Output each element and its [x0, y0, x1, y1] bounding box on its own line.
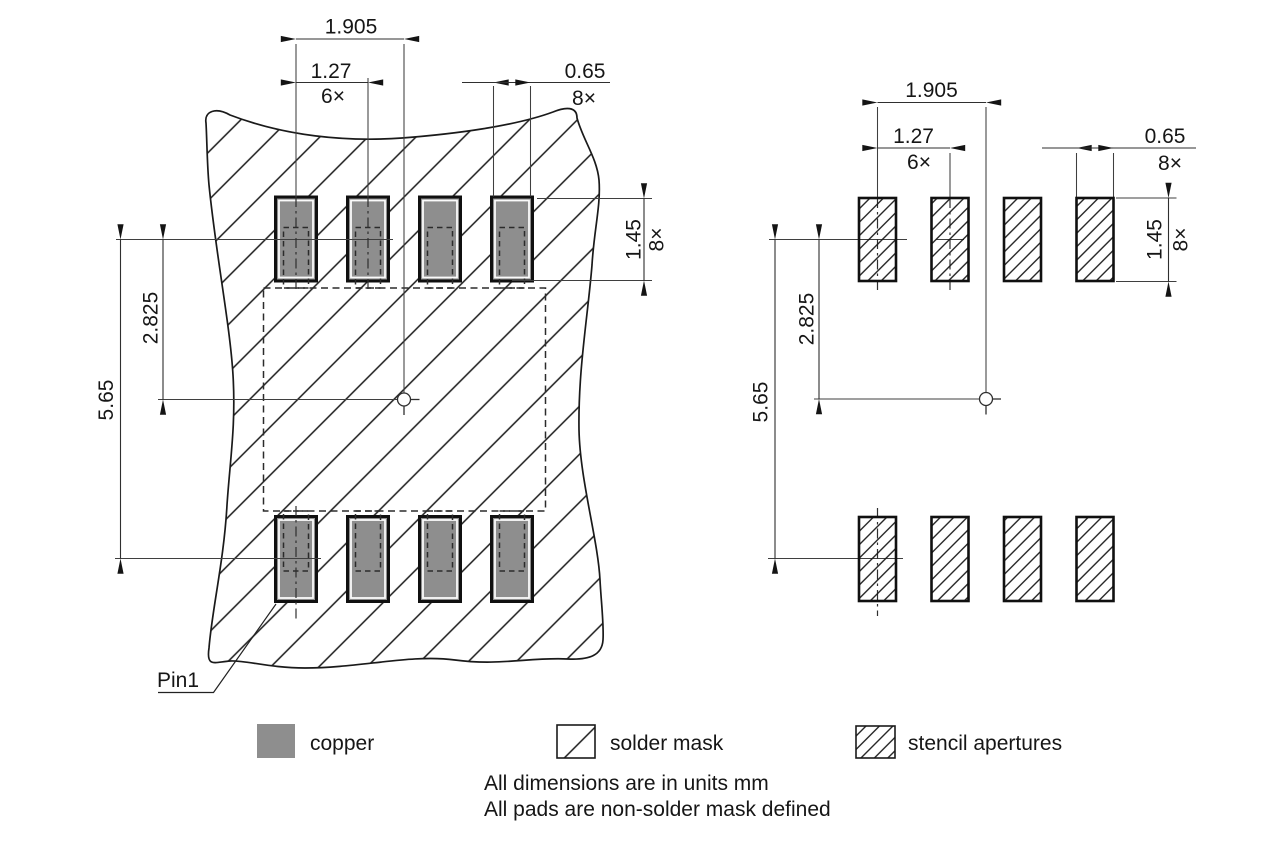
stencil-view: 1.905 1.27 6× 0.65 8× 1.45 8× 2.825 5.65	[750, 79, 1196, 616]
lead-outline	[498, 226, 526, 289]
legend: copper solder mask stencil apertures	[257, 724, 1062, 759]
stencil-aperture	[1002, 515, 1043, 603]
note-units: All dimensions are in units mm	[484, 772, 769, 795]
dimension-count-label: 6×	[321, 85, 345, 108]
lead-outline	[426, 510, 454, 572]
copper-pad-inner-outline	[422, 519, 458, 599]
dimension-label: 1.905	[905, 79, 958, 102]
copper-pad	[418, 195, 462, 283]
dimension-label: 5.65	[95, 380, 118, 421]
stencil-apertures-top-row	[857, 196, 1115, 283]
copper-pad-inner-outline	[494, 199, 530, 279]
stencil-aperture	[1075, 515, 1115, 603]
copper-pad	[346, 515, 390, 603]
copper-solder-mask-view: 1.905 1.27 6× 0.65 8× 1.45 8× 2.825 5.65…	[95, 16, 669, 694]
legend-label-solder-mask: solder mask	[610, 732, 724, 755]
dimension-count-label: 6×	[907, 151, 931, 174]
stencil-aperture	[857, 515, 898, 603]
copper-pad-inner-outline	[350, 519, 386, 599]
stencil-apertures-bottom-row	[857, 515, 1115, 603]
stencil-aperture	[1075, 196, 1115, 283]
copper-pads-bottom-row	[274, 515, 534, 603]
stencil-apertures-swatch	[855, 725, 896, 759]
lead-outline	[354, 510, 382, 572]
copper-pad	[490, 515, 534, 603]
dimension-label: 1.45	[1144, 219, 1167, 260]
stencil-aperture	[857, 196, 898, 283]
stencil-view-dimensions: 1.905 1.27 6× 0.65 8× 1.45 8× 2.825 5.65	[750, 79, 1196, 574]
dimension-count-label: 8×	[572, 87, 596, 110]
dimension-label: 2.825	[796, 293, 819, 346]
pin1-label: Pin1	[157, 669, 199, 692]
lead-outline	[498, 510, 526, 572]
copper-swatch	[257, 724, 295, 758]
legend-label-copper: copper	[310, 732, 374, 755]
dimension-label: 2.825	[140, 292, 163, 345]
dimension-label: 0.65	[565, 60, 606, 83]
notes: All dimensions are in units mm All pads …	[484, 772, 831, 821]
solder-mask-swatch	[556, 724, 596, 759]
dimension-label: 1.45	[623, 219, 646, 260]
left-view-dimensions: 1.905 1.27 6× 0.65 8× 1.45 8× 2.825 5.65	[95, 16, 669, 574]
legend-label-stencil-apertures: stencil apertures	[908, 732, 1062, 755]
dimension-label: 1.27	[311, 60, 352, 83]
copper-pad	[418, 515, 462, 603]
stencil-aperture	[1002, 196, 1043, 283]
copper-pad	[490, 195, 534, 283]
dimension-count-label: 8×	[646, 228, 669, 252]
lead-outline	[426, 226, 454, 289]
dimension-count-label: 8×	[1170, 228, 1193, 252]
dimension-count-label: 8×	[1158, 152, 1182, 175]
note-mask-defined: All pads are non-solder mask defined	[484, 798, 831, 821]
dimension-label: 0.65	[1145, 125, 1186, 148]
left-view-centerlines	[115, 44, 532, 620]
pin1-callout: Pin1	[157, 603, 277, 694]
dimension-label: 1.905	[325, 16, 378, 39]
dimension-label: 5.65	[750, 382, 773, 423]
copper-pad-inner-outline	[494, 519, 530, 599]
stencil-aperture	[930, 196, 970, 283]
dimension-label: 1.27	[893, 125, 934, 148]
copper-pad-inner-outline	[422, 199, 458, 279]
pin1-leader-line	[158, 603, 277, 694]
package-center-mark	[396, 392, 412, 407]
stencil-aperture	[930, 515, 970, 603]
